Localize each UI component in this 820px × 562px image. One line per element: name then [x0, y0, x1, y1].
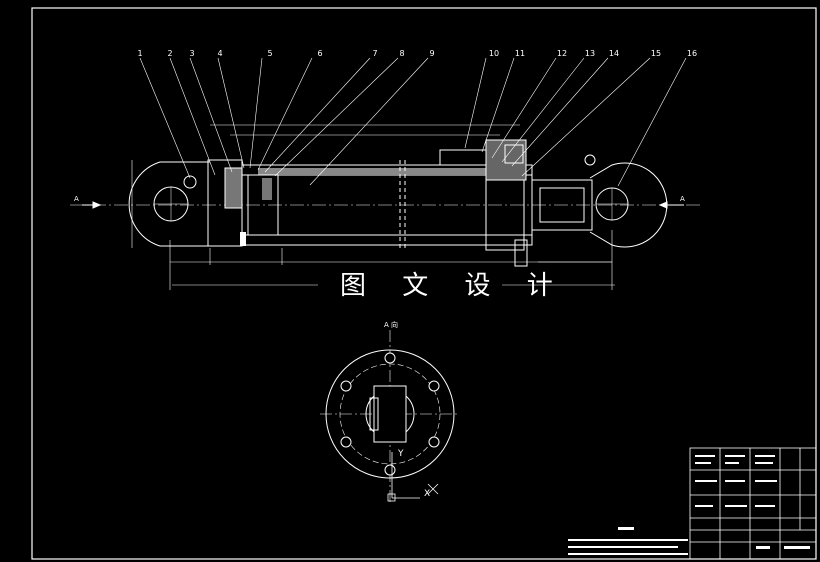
drawing-frame [31, 7, 817, 560]
part-number: 11 [515, 49, 525, 58]
bolt-circle [339, 363, 441, 465]
ucs-x-label: X [424, 489, 430, 499]
bolt-hole [340, 436, 352, 448]
part-number: 3 [189, 49, 194, 58]
part-number: 7 [372, 49, 377, 58]
rear-grease-hole [183, 175, 197, 189]
part-number: 6 [317, 49, 322, 58]
title-block [689, 447, 817, 560]
part-number: 4 [217, 49, 222, 58]
view-mark: A 向 [384, 320, 398, 329]
rod-end-thread [539, 187, 585, 223]
dimension-lines [131, 124, 615, 290]
bolt-hole [340, 380, 352, 392]
front-gland [485, 179, 525, 251]
technical-notes [568, 527, 688, 555]
barrel-wall-hatch [258, 168, 488, 175]
part-number: 2 [167, 49, 172, 58]
piston-rod [531, 179, 593, 231]
drain-plug [514, 239, 528, 267]
front-grease-hole [584, 154, 596, 166]
piston [247, 174, 279, 236]
rear-clevis-eye [128, 161, 210, 247]
title-block-text [695, 455, 810, 549]
section-mark-left: A [74, 195, 79, 203]
part-number: 16 [687, 49, 697, 58]
bolt-hole [384, 352, 396, 364]
section-mark-right: A [680, 195, 685, 203]
rod-end-left-boss [369, 397, 379, 431]
rear-cap-section [224, 167, 243, 209]
part-number: 14 [609, 49, 619, 58]
banner-background [318, 266, 502, 302]
part-number: 8 [399, 49, 404, 58]
bolt-hole [428, 436, 440, 448]
part-number: 13 [585, 49, 595, 58]
rod-end-block [373, 385, 407, 443]
part-number: 5 [267, 49, 272, 58]
bolt-hole [384, 464, 396, 476]
banner-text: 图 文 设 计 [340, 271, 567, 301]
cylinder-main-view [70, 139, 700, 267]
front-port-section [485, 139, 527, 181]
part-number: 12 [557, 49, 567, 58]
part-leaders [139, 57, 687, 187]
part-number: 15 [651, 49, 661, 58]
part-number: 10 [489, 49, 499, 58]
part-number: 9 [429, 49, 434, 58]
ucs-axis-icon [387, 452, 439, 502]
bolt-hole [428, 380, 440, 392]
end-view [320, 330, 460, 502]
oil-port-block [439, 149, 489, 166]
ucs-y-label: Y [397, 449, 404, 459]
part-number: 1 [137, 49, 142, 58]
flange-outer-circle [325, 349, 455, 479]
part-number-labels: 1 2 3 4 5 6 7 8 9 10 11 12 13 14 15 16 [137, 49, 697, 58]
